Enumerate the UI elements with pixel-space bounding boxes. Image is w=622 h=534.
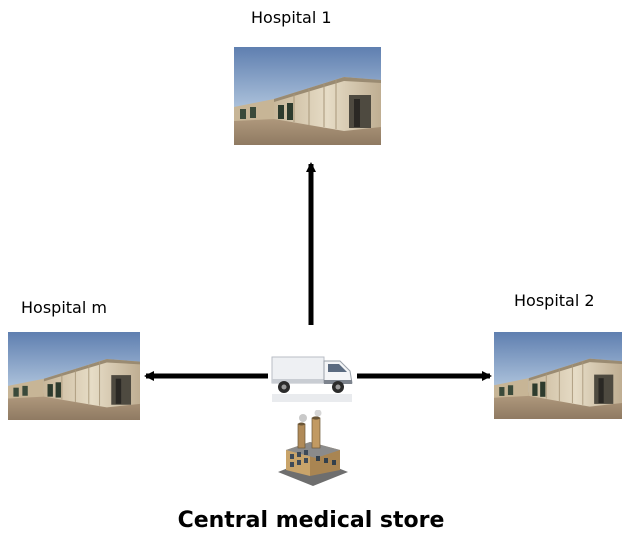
factory-icon xyxy=(276,410,350,488)
delivery-truck-icon xyxy=(268,347,356,405)
hospital-1-building-icon xyxy=(234,47,381,145)
hospital-m-building-icon xyxy=(8,332,140,420)
hospital-2-label: Hospital 2 xyxy=(514,291,595,310)
central-store-label: Central medical store xyxy=(177,508,445,533)
hospital-2-building-icon xyxy=(494,332,622,419)
hospital-1-label: Hospital 1 xyxy=(251,8,332,27)
hospital-m-label: Hospital m xyxy=(21,298,107,317)
